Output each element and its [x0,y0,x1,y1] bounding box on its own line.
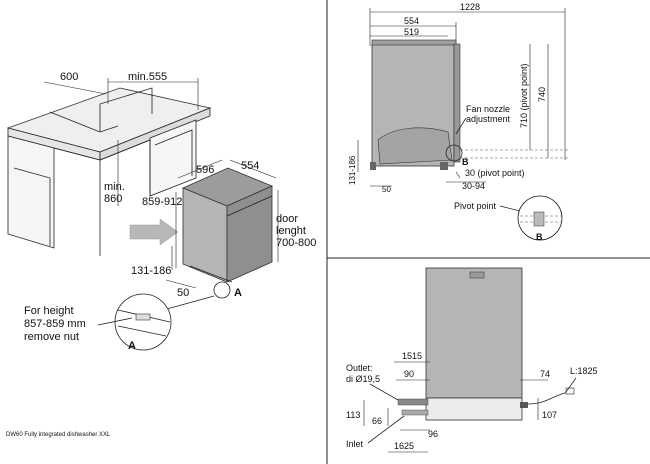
label-min860-a: min. [104,181,125,193]
label-90: 90 [404,369,414,379]
dishwasher-side-line [226,195,273,217]
caption: DW60 Fully integrated dishwasher XXL [6,432,111,438]
label-1228: 1228 [460,2,480,12]
label-554: 554 [241,160,259,172]
dim-line-554 [229,159,277,179]
cord-leader [565,377,577,393]
label-B: B [462,157,469,167]
countertop-side-edge [99,107,211,161]
label-740: 740 [537,87,547,102]
fan-leader [455,117,467,135]
left-cabinet-front [7,135,55,249]
front-body [425,267,523,399]
label-50-side: 50 [382,185,391,194]
label-door-1: door [276,213,298,225]
outlet-label-1: Outlet: [346,363,373,373]
inlet-hose-icon [401,409,429,416]
label-door-3: 700-800 [276,237,316,249]
dim-line-600 [43,81,107,95]
front-top-detail [469,271,485,279]
dim-30-leader [455,171,461,179]
label-B-2: B [536,232,543,242]
label-66: 66 [372,416,382,426]
detail-B-circle [445,144,463,162]
insert-arrow-icon [129,218,179,246]
front-plinth [425,397,523,421]
note-line-1: For height [24,305,74,317]
label-554-side: 554 [404,16,419,26]
detail-A-inner-line-2 [117,325,167,337]
label-96: 96 [428,429,438,439]
side-top-panel [371,39,457,46]
pivot-hinge-icon [533,211,545,227]
fan-label-2: adjustment [466,114,511,124]
label-131-186: 131-186 [131,265,171,277]
label-1625: 1625 [394,441,414,451]
fan-label-1: Fan nozzle [466,104,510,114]
side-plinth-curve [377,127,453,165]
detail-A-circle [213,281,231,299]
front-view: Outlet: di Ø19,5 1515 90 74 L:1825 113 6… [346,267,598,453]
note-leader [97,317,133,326]
countertop-cutout-back [99,87,153,132]
side-foot-front [440,162,448,170]
label-859-912: 859-912 [142,196,182,208]
label-131-186-side: 131-186 [348,155,357,185]
dim-line-50 [165,279,197,289]
label-min555: min.555 [128,71,167,83]
note-line-2: 857-859 mm [24,318,86,330]
nut-icon [135,313,151,321]
niche-back [99,139,151,196]
detail-A-note: For height 857-859 mm remove nut A [24,293,215,352]
plug-icon [565,387,575,395]
label-596: 596 [196,164,214,176]
power-plug-connector [520,402,528,408]
label-30-pivot: 30 (pivot point) [465,168,525,178]
inlet-leader [367,415,405,444]
inlet-label: Inlet [346,439,364,449]
outlet-hose-icon [397,398,429,406]
label-113: 113 [346,410,360,420]
label-710: 710 (pivot point) [519,63,529,128]
label-30-94: 30-94 [462,181,485,191]
side-view: 1228 554 519 710 (pivot point) 740 Fan n… [348,2,570,242]
isometric-kitchen-view: 600 min.555 min. 860 596 554 859-912 doo… [6,71,316,299]
side-foot-rear [370,162,376,170]
note-label-A: A [128,340,136,352]
label-107: 107 [542,410,557,420]
dishwasher-side [226,185,273,283]
right-cabinet-door-line [154,129,193,176]
dim-line-596 [177,159,223,179]
label-min860-b: 860 [104,193,122,205]
power-cord-icon [527,391,569,405]
label-1515: 1515 [402,351,422,361]
label-50: 50 [177,287,189,299]
label-A: A [234,287,242,299]
label-L1825: L:1825 [570,366,598,376]
outlet-label-2: di Ø19,5 [346,374,380,384]
label-door-2: lenght [276,225,306,237]
outlet-leader [369,383,399,401]
niche-left-side [53,147,101,256]
label-74: 74 [540,369,550,379]
left-cabinet-door-line [13,167,51,246]
label-519: 519 [404,27,419,37]
dishwasher-base-line [189,265,233,283]
note-line-3: remove nut [24,331,79,343]
pivot-label: Pivot point [454,201,497,211]
detail-A-magnifier [114,293,172,351]
label-600: 600 [60,71,78,83]
side-door [453,43,461,163]
